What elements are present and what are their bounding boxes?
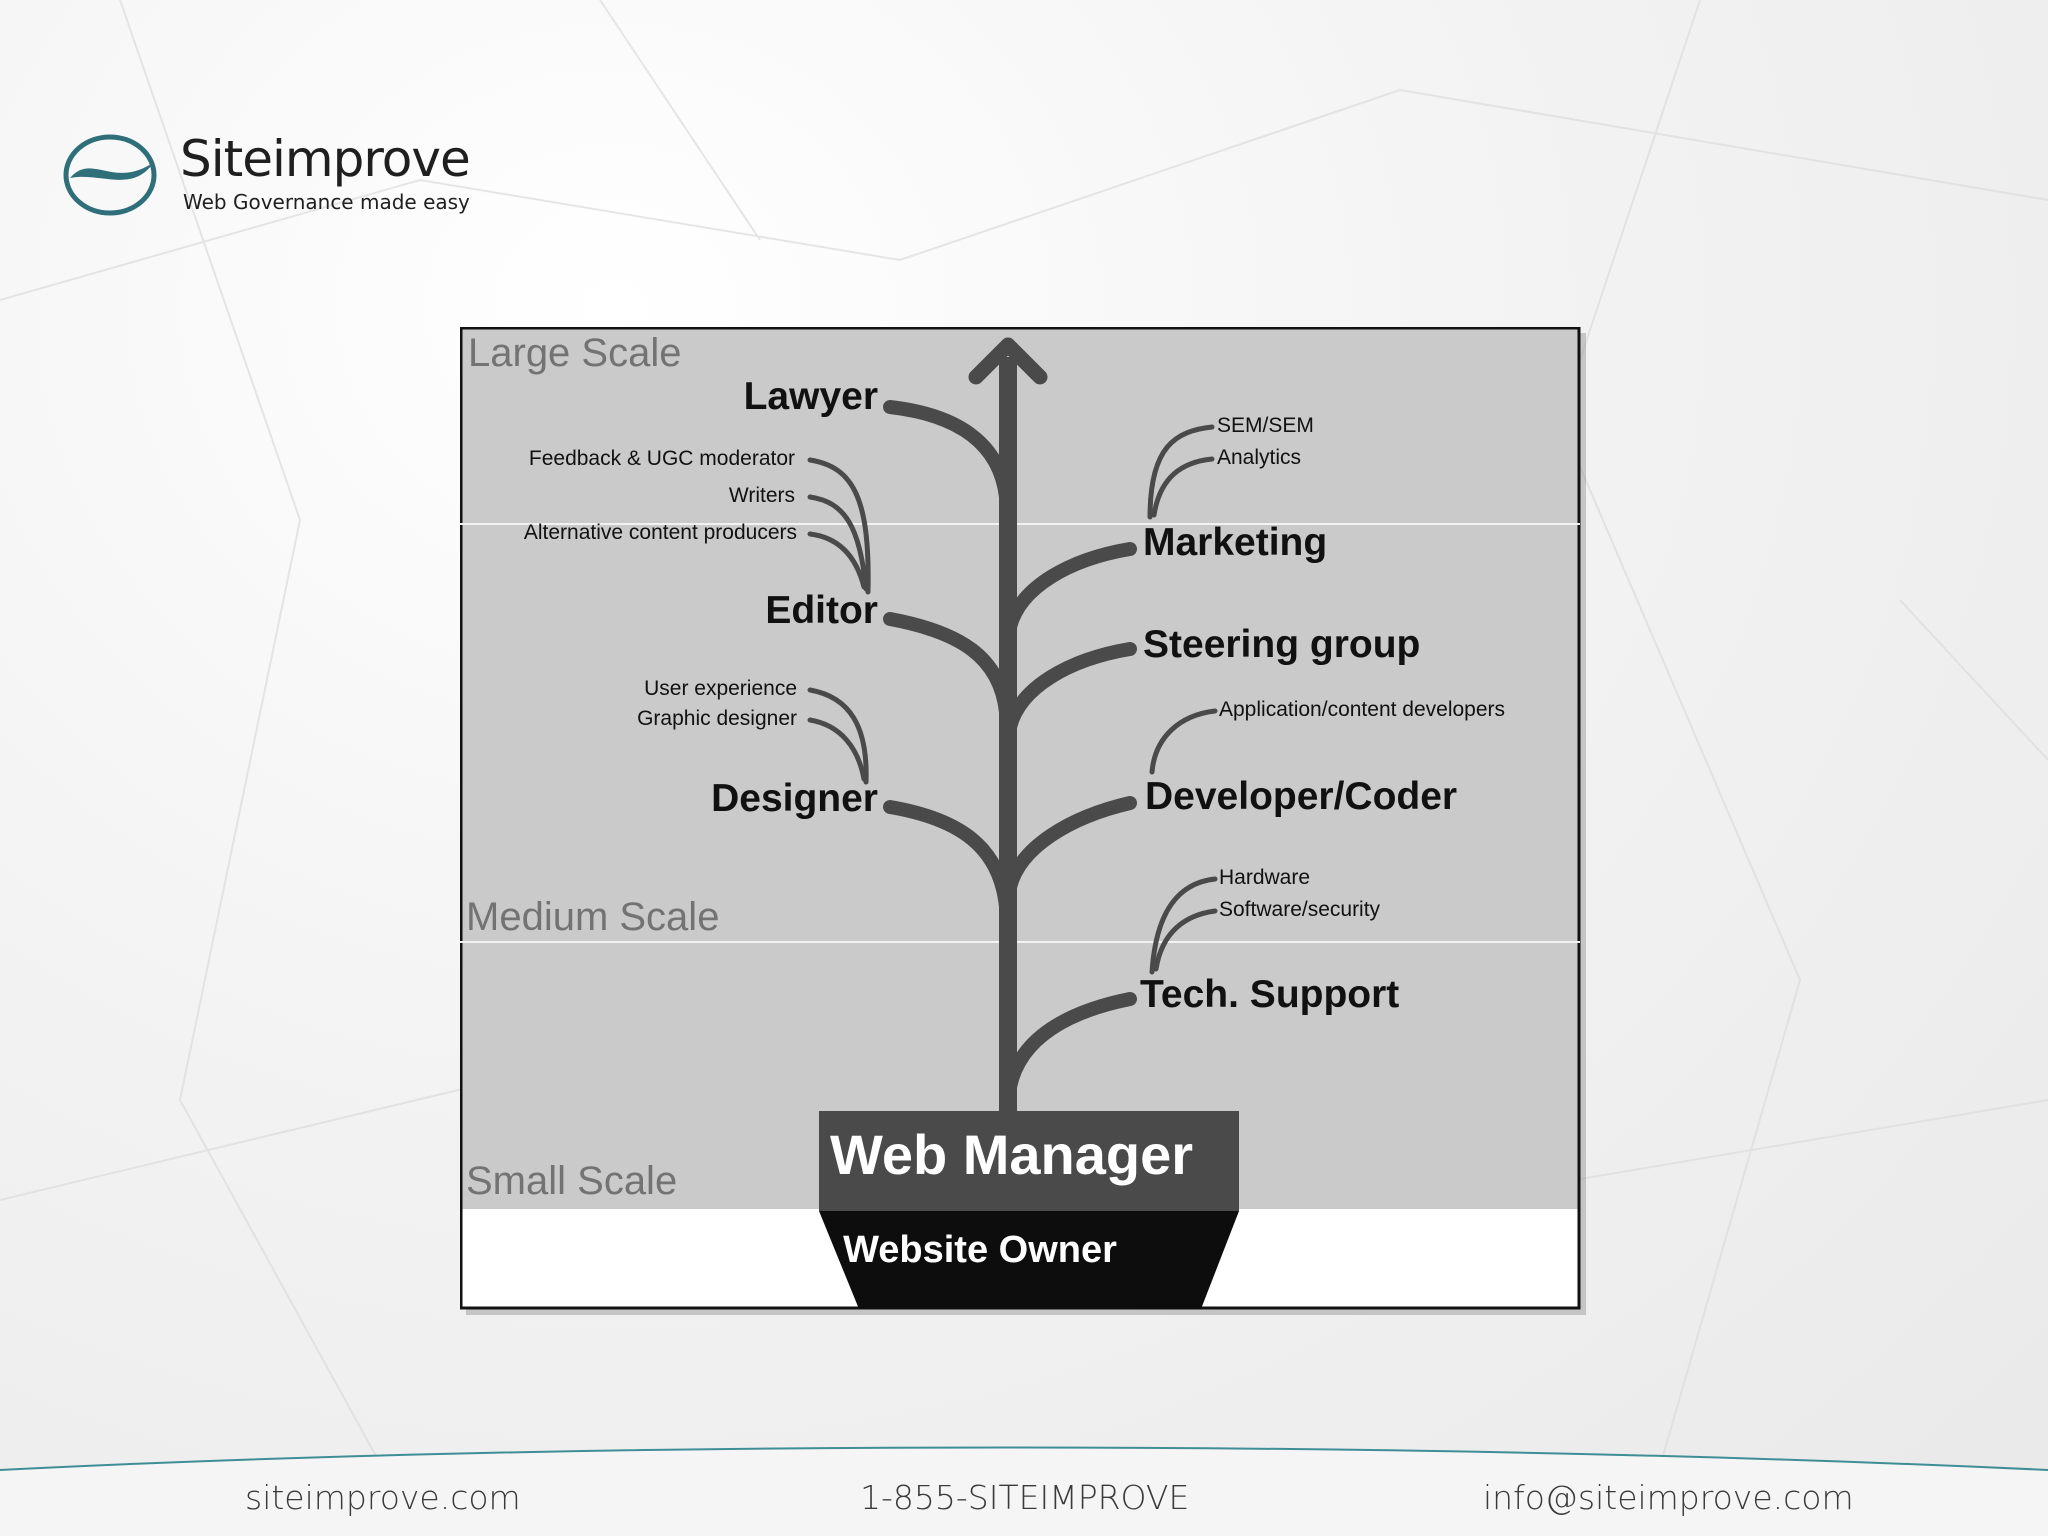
role-marketing: Marketing (1143, 521, 1328, 564)
footer: siteimprove.com 1-855-SITEIMPROVE info@s… (0, 1440, 2048, 1536)
twig-software (1153, 908, 1218, 972)
role-editor: Editor (765, 589, 878, 632)
footer-website-link[interactable]: siteimprove.com (245, 1478, 521, 1517)
twig-ux (807, 687, 869, 785)
footer-email-link[interactable]: info@siteimprove.com (1483, 1478, 1854, 1517)
role-designer: Designer (711, 777, 878, 820)
twig-analytics (1151, 456, 1215, 518)
branch-developer (1003, 796, 1137, 894)
governance-tree-diagram: Large Scale Medium Scale Small Scale Law… (460, 327, 1586, 1315)
twig-feedback (807, 457, 871, 595)
sub-role-app-dev: Application/content developers (1219, 698, 1506, 721)
twig-writers (807, 494, 869, 592)
website-owner-label: Website Owner (843, 1229, 1117, 1271)
footer-wave (0, 1446, 2048, 1536)
sub-role-analytics: Analytics (1217, 446, 1302, 469)
role-lawyer: Lawyer (743, 375, 878, 418)
logo-tagline: Web Governance made easy (183, 190, 470, 214)
role-developer: Developer/Coder (1145, 775, 1458, 818)
stem-arrow-head (968, 337, 1048, 385)
branch-marketing (1003, 542, 1137, 634)
logo-wordmark: Siteimprove (180, 130, 471, 188)
sub-role-feedback: Feedback & UGC moderator (528, 447, 795, 470)
sub-role-software: Software/security (1219, 898, 1381, 921)
sub-role-writers: Writers (728, 484, 795, 507)
web-manager-label: Web Manager (830, 1123, 1194, 1186)
twig-alt-content (807, 531, 867, 590)
scale-label-small: Small Scale (466, 1159, 678, 1203)
scale-label-large: Large Scale (468, 331, 682, 375)
twig-app-dev (1149, 708, 1218, 775)
twig-hardware (1149, 876, 1218, 975)
siteimprove-logo[interactable]: Siteimprove Web Governance made easy (62, 128, 482, 228)
tree-graphic (460, 327, 1586, 1315)
branch-editor (883, 612, 1013, 719)
twig-sem (1147, 424, 1215, 520)
footer-phone[interactable]: 1-855-SITEIMPROVE (860, 1478, 1190, 1517)
branch-lawyer (883, 400, 1013, 504)
web-manager-box (819, 1111, 1239, 1211)
sub-role-graphic: Graphic designer (637, 707, 797, 730)
website-owner-pot (819, 1211, 1239, 1309)
twig-graphic (807, 717, 867, 782)
sub-role-hardware: Hardware (1219, 866, 1311, 889)
role-steering-group: Steering group (1143, 623, 1421, 666)
sub-role-ux: User experience (644, 677, 797, 700)
branch-steering (1003, 642, 1137, 734)
branch-designer (883, 800, 1013, 914)
branch-tech-support (1003, 992, 1137, 1094)
role-tech-support: Tech. Support (1140, 973, 1400, 1016)
sub-role-alt-content: Alternative content producers (523, 521, 797, 544)
logo-swoosh-icon (63, 134, 157, 216)
scale-label-medium: Medium Scale (466, 895, 720, 939)
sub-role-sem: SEM/SEM (1217, 414, 1314, 437)
